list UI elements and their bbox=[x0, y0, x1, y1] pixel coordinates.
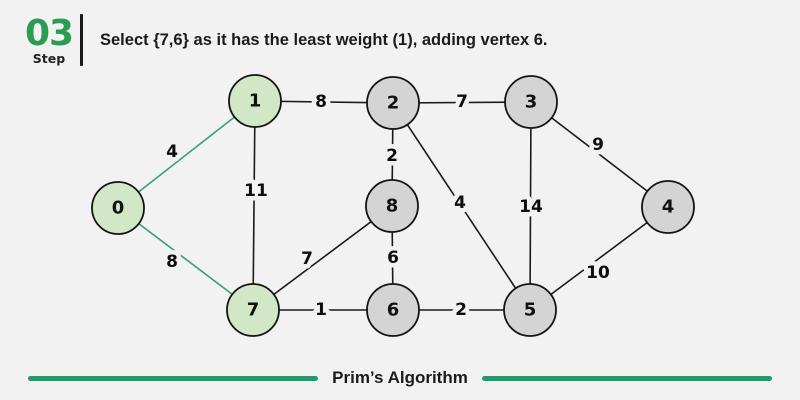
header-divider bbox=[80, 14, 83, 66]
graph-node-label-6: 6 bbox=[387, 300, 400, 321]
edge-weight-3-5: 14 bbox=[519, 197, 543, 217]
edge-weight-0-1: 4 bbox=[166, 142, 178, 162]
edge-weight-8-6: 6 bbox=[387, 248, 399, 268]
footer-bar-left bbox=[28, 375, 319, 381]
graph-node-6 bbox=[366, 283, 420, 337]
graph-node-4 bbox=[641, 180, 695, 234]
edge-weight-2-5: 4 bbox=[454, 193, 466, 213]
graph-node-1 bbox=[228, 74, 282, 128]
edge-7-8 bbox=[252, 205, 393, 311]
slide-title: Select {7,6} as it has the least weight … bbox=[100, 31, 548, 49]
step-block: 03 Step bbox=[20, 13, 78, 66]
graph-node-3 bbox=[504, 75, 558, 129]
edge-weight-6-5: 2 bbox=[455, 300, 467, 320]
edge-1-7 bbox=[252, 100, 256, 311]
edge-weight-1-7: 11 bbox=[244, 181, 268, 201]
graph-node-label-2: 2 bbox=[387, 93, 400, 114]
graph-node-2 bbox=[366, 76, 420, 130]
graph-node-label-4: 4 bbox=[662, 197, 675, 218]
edge-weight-2-8: 2 bbox=[386, 146, 398, 166]
graph-node-8 bbox=[365, 179, 419, 233]
edge-3-5 bbox=[529, 101, 532, 311]
edge-weight-2-3: 7 bbox=[456, 92, 468, 112]
footer-bar-right bbox=[481, 375, 772, 381]
edge-weight-7-6: 1 bbox=[315, 300, 327, 320]
edge-weight-7-8: 7 bbox=[301, 249, 313, 269]
graph-node-label-5: 5 bbox=[524, 300, 537, 321]
graph-node-label-0: 0 bbox=[112, 198, 125, 219]
edge-0-7 bbox=[117, 207, 254, 311]
header: 03 Step Select {7,6} as it has the least… bbox=[0, 0, 800, 72]
graph-node-label-8: 8 bbox=[386, 196, 399, 217]
graph-node-label-7: 7 bbox=[247, 300, 260, 321]
edge-3-4 bbox=[530, 101, 669, 208]
graph-node-label-1: 1 bbox=[249, 91, 262, 112]
graph-node-7 bbox=[226, 283, 280, 337]
edge-2-5 bbox=[392, 102, 531, 311]
edge-0-1 bbox=[117, 100, 256, 209]
step-number: 03 bbox=[24, 13, 74, 54]
footer: Prim’s Algorithm bbox=[0, 368, 800, 388]
edge-weight-3-4: 9 bbox=[592, 135, 604, 155]
edge-weight-4-5: 10 bbox=[586, 263, 610, 283]
edge-weight-1-2: 8 bbox=[315, 92, 327, 112]
step-label: Step bbox=[32, 51, 66, 66]
graph-node-0 bbox=[91, 181, 145, 235]
edge-weight-0-7: 8 bbox=[166, 252, 178, 272]
graph-node-5 bbox=[503, 283, 557, 337]
edge-4-5 bbox=[529, 206, 669, 311]
graph-node-label-3: 3 bbox=[525, 92, 538, 113]
footer-title: Prim’s Algorithm bbox=[332, 368, 468, 387]
